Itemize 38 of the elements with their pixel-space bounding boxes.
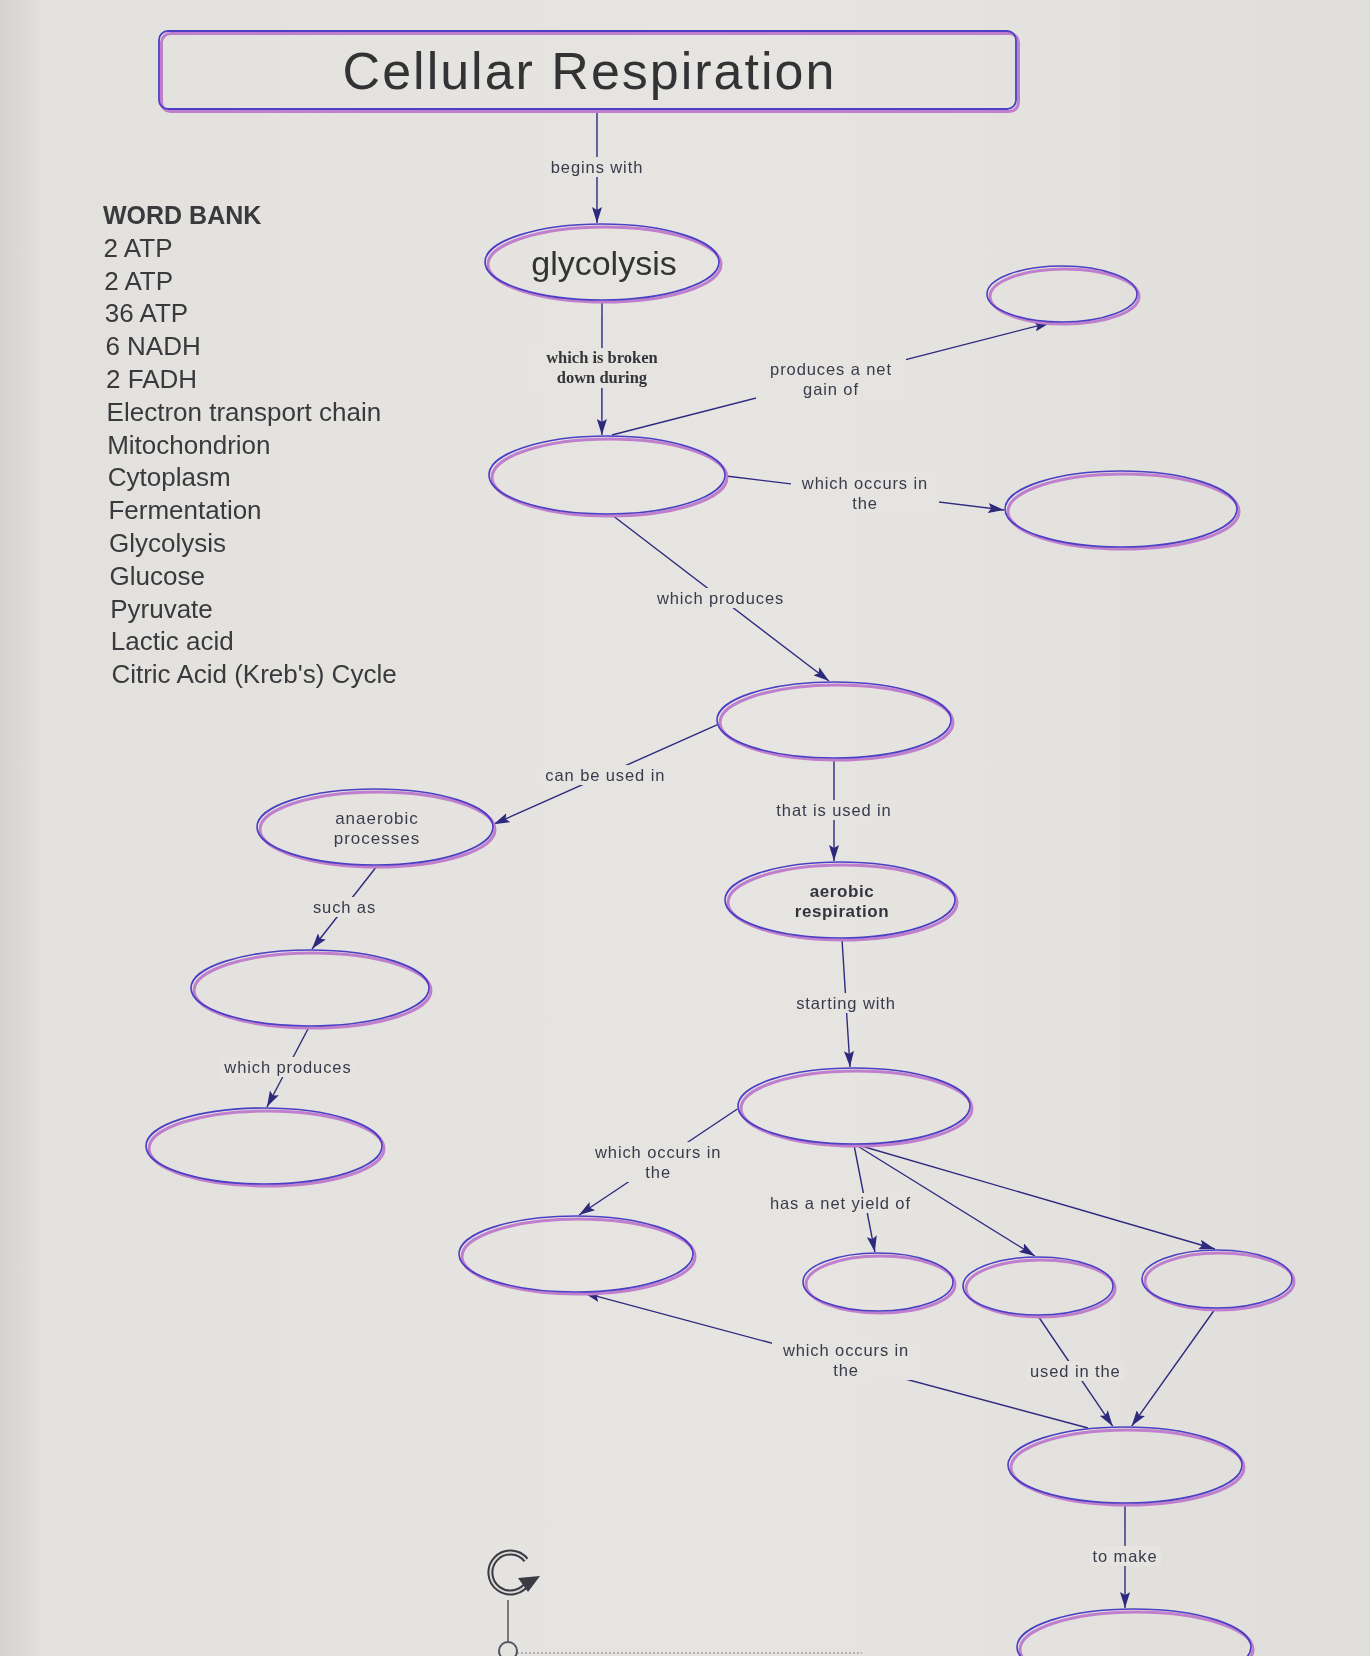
- blank-ellipse: [962, 1256, 1118, 1320]
- edge-label: produces a net gain of: [756, 358, 906, 399]
- blank-ellipse: [458, 1215, 698, 1297]
- blank-ellipse: [190, 949, 434, 1031]
- arrow: [1130, 1308, 1216, 1427]
- word-bank-item: Mitochondrion: [107, 429, 271, 460]
- word-bank-item: 36 ATP: [104, 298, 189, 329]
- blank-ellipse: [488, 435, 730, 519]
- word-bank-item: Fermentation: [108, 495, 262, 526]
- title-text: Cellular Respiration: [342, 42, 837, 102]
- blank-ellipse: [1141, 1249, 1297, 1313]
- word-bank-item: 2 ATP: [103, 232, 173, 263]
- word-bank-heading: WORD BANK: [103, 200, 262, 230]
- blank-ellipse: [986, 265, 1142, 327]
- word-bank-item: Lactic acid: [110, 626, 234, 657]
- word-bank-item: 2 FADH: [106, 364, 198, 394]
- concept-label: aerobic respiration: [793, 882, 891, 922]
- word-bank-item: Glycolysis: [109, 528, 226, 558]
- word-bank-item: Cytoplasm: [107, 462, 231, 493]
- word-bank-item: Pyruvate: [110, 593, 213, 624]
- concept-ellipse: [484, 223, 724, 305]
- title-box: [158, 30, 1021, 114]
- blank-ellipse: [737, 1067, 975, 1149]
- word-bank-item: 6 NADH: [105, 331, 201, 362]
- concept-ellipse: [256, 788, 498, 870]
- blank-ellipse: [802, 1252, 958, 1316]
- word-bank-item: Glucose: [109, 560, 205, 591]
- word-bank-item: 2 ATP: [104, 265, 174, 296]
- blank-ellipse: [716, 681, 956, 763]
- blank-ellipse: [1004, 470, 1242, 552]
- word-bank-item: Citric Acid (Kreb's) Cycle: [111, 659, 397, 690]
- blank-ellipse: [145, 1107, 387, 1189]
- word-bank-item: Electron transport chain: [106, 396, 382, 427]
- concept-label: anaerobic processes: [332, 809, 422, 849]
- blank-ellipse: [1007, 1426, 1247, 1508]
- concept-ellipse: [724, 861, 960, 943]
- edge-label: to make: [1089, 1546, 1161, 1567]
- concept-label: glycolysis: [531, 244, 677, 284]
